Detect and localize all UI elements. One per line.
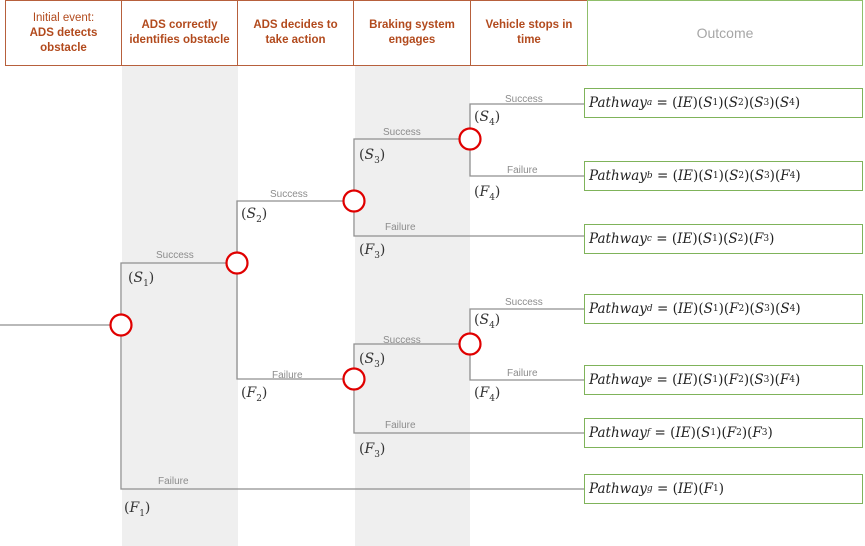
node-decide-upper [342,189,366,213]
tree-edges [0,103,586,490]
edge-label-failure: Failure [507,368,538,379]
edge-s1 [120,262,237,325]
node-initial-event [109,313,133,337]
header-outcome-title: Outcome [696,24,754,41]
edge-label-failure: Failure [385,420,416,431]
edge-label-success: Success [383,335,421,346]
edge-f4-upper [469,139,586,177]
header-identifies-obstacle-title: ADS correctly identifies obstacle [129,19,230,46]
state-label-s4: (S4) [474,109,501,128]
edge-s4-upper [469,103,586,139]
header-vehicle-stops: Vehicle stops in time [470,0,588,66]
state-label-f1: (F1) [124,500,151,519]
edge-f1 [120,325,586,490]
edge-s3-lower [353,343,470,379]
state-label-s2: (S2) [241,206,268,225]
header-decides-action-title: ADS decides to take action [253,19,338,46]
header-initial-event-label: Initial event: [32,11,95,24]
pathway-word: Pathway [589,95,647,111]
edge-f3-lower [353,379,586,434]
edge-s3-upper [353,138,470,201]
edge-label-success: Success [505,297,543,308]
header-initial-event-title: ADS detects obstacle [29,26,98,54]
state-label-s1: (S1) [128,270,155,289]
edge-label-failure: Failure [385,222,416,233]
state-label-f4: (F4) [474,184,501,203]
edge-f2 [236,263,354,380]
node-brake-upper [458,127,482,151]
pathway-word: Pathway [589,301,647,317]
header-vehicle-stops-title: Vehicle stops in time [485,19,573,46]
column-shade-identify [122,66,238,546]
column-shade-braking [355,66,470,546]
edge-f4-lower [469,344,586,381]
header-initial-event: Initial event: ADS detects obstacle [5,0,122,66]
edge-label-failure: Failure [272,370,303,381]
edge-f3-upper [353,201,586,237]
header-braking-engages-title: Braking system engages [369,19,455,46]
edge-s2 [236,200,354,263]
edge-label-failure: Failure [507,165,538,176]
pathway-word: Pathway [589,425,647,441]
edge-label-success: Success [270,189,308,200]
state-label-s3: (S3) [359,147,386,166]
pathway-word: Pathway [589,168,647,184]
pathway-word: Pathway [589,372,647,388]
edge-label-success: Success [505,94,543,105]
state-label-f3: (F3) [359,441,386,460]
pathway-word: Pathway [589,481,647,497]
state-label-s4: (S4) [474,312,501,331]
state-label-f4: (F4) [474,385,501,404]
edge-label-success: Success [156,250,194,261]
node-brake-lower [458,332,482,356]
pathway-word: Pathway [589,231,647,247]
header-outcome: Outcome [587,0,863,66]
header-braking-engages: Braking system engages [353,0,471,66]
edge-label-success: Success [383,127,421,138]
tree-nodes [109,127,482,391]
state-label-f3: (F3) [359,242,386,261]
state-label-s3: (S3) [359,351,386,370]
node-identify [225,251,249,275]
node-decide-lower [342,367,366,391]
edge-s4-lower [469,308,586,344]
edge-label-failure: Failure [158,476,189,487]
state-label-f2: (F2) [241,385,268,404]
